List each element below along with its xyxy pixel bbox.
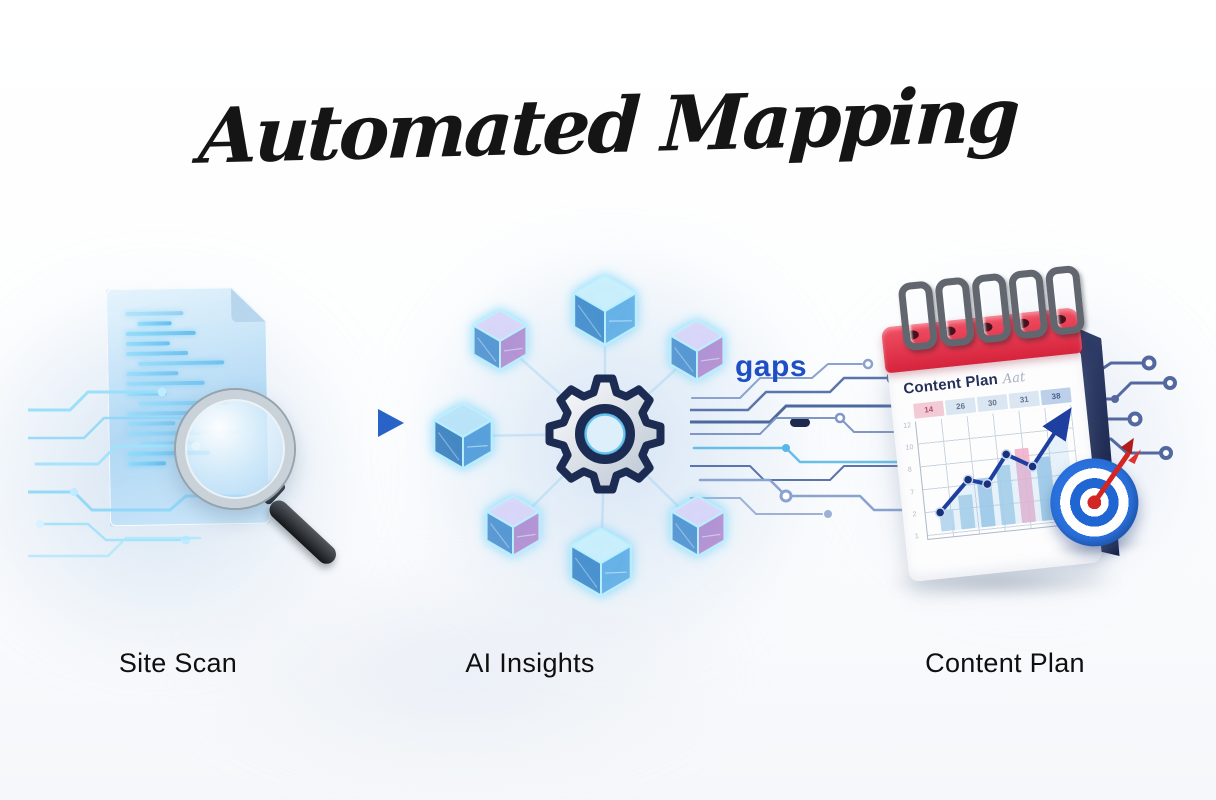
- magnifier-icon: [168, 382, 348, 568]
- ai-insights-network-icon: [432, 274, 727, 598]
- gear-icon: [545, 374, 665, 494]
- dart-icon: [1091, 437, 1142, 505]
- calendar-script-note: Aat: [1002, 369, 1026, 388]
- gaps-label: gaps: [734, 350, 808, 383]
- target-icon: [1045, 437, 1148, 560]
- calendar-title: Content Plan: [902, 370, 999, 398]
- magnifier-handle: [265, 496, 340, 568]
- calendar-header-cell: 26: [944, 397, 977, 416]
- stage-label-site-scan: Site Scan: [118, 648, 238, 678]
- stage-label-ai-insights: AI Insights: [465, 648, 595, 678]
- calendar-header-cell: 38: [1040, 387, 1072, 406]
- page-title: Automated Mapping: [196, 70, 1020, 181]
- calendar-header-cell: 31: [1008, 390, 1040, 409]
- magnifier-lens: [176, 390, 294, 508]
- calendar-header-cell: 14: [913, 400, 945, 419]
- stage-label-content-plan: Content Plan: [925, 648, 1085, 678]
- calendar-header-cell: 30: [976, 393, 1009, 413]
